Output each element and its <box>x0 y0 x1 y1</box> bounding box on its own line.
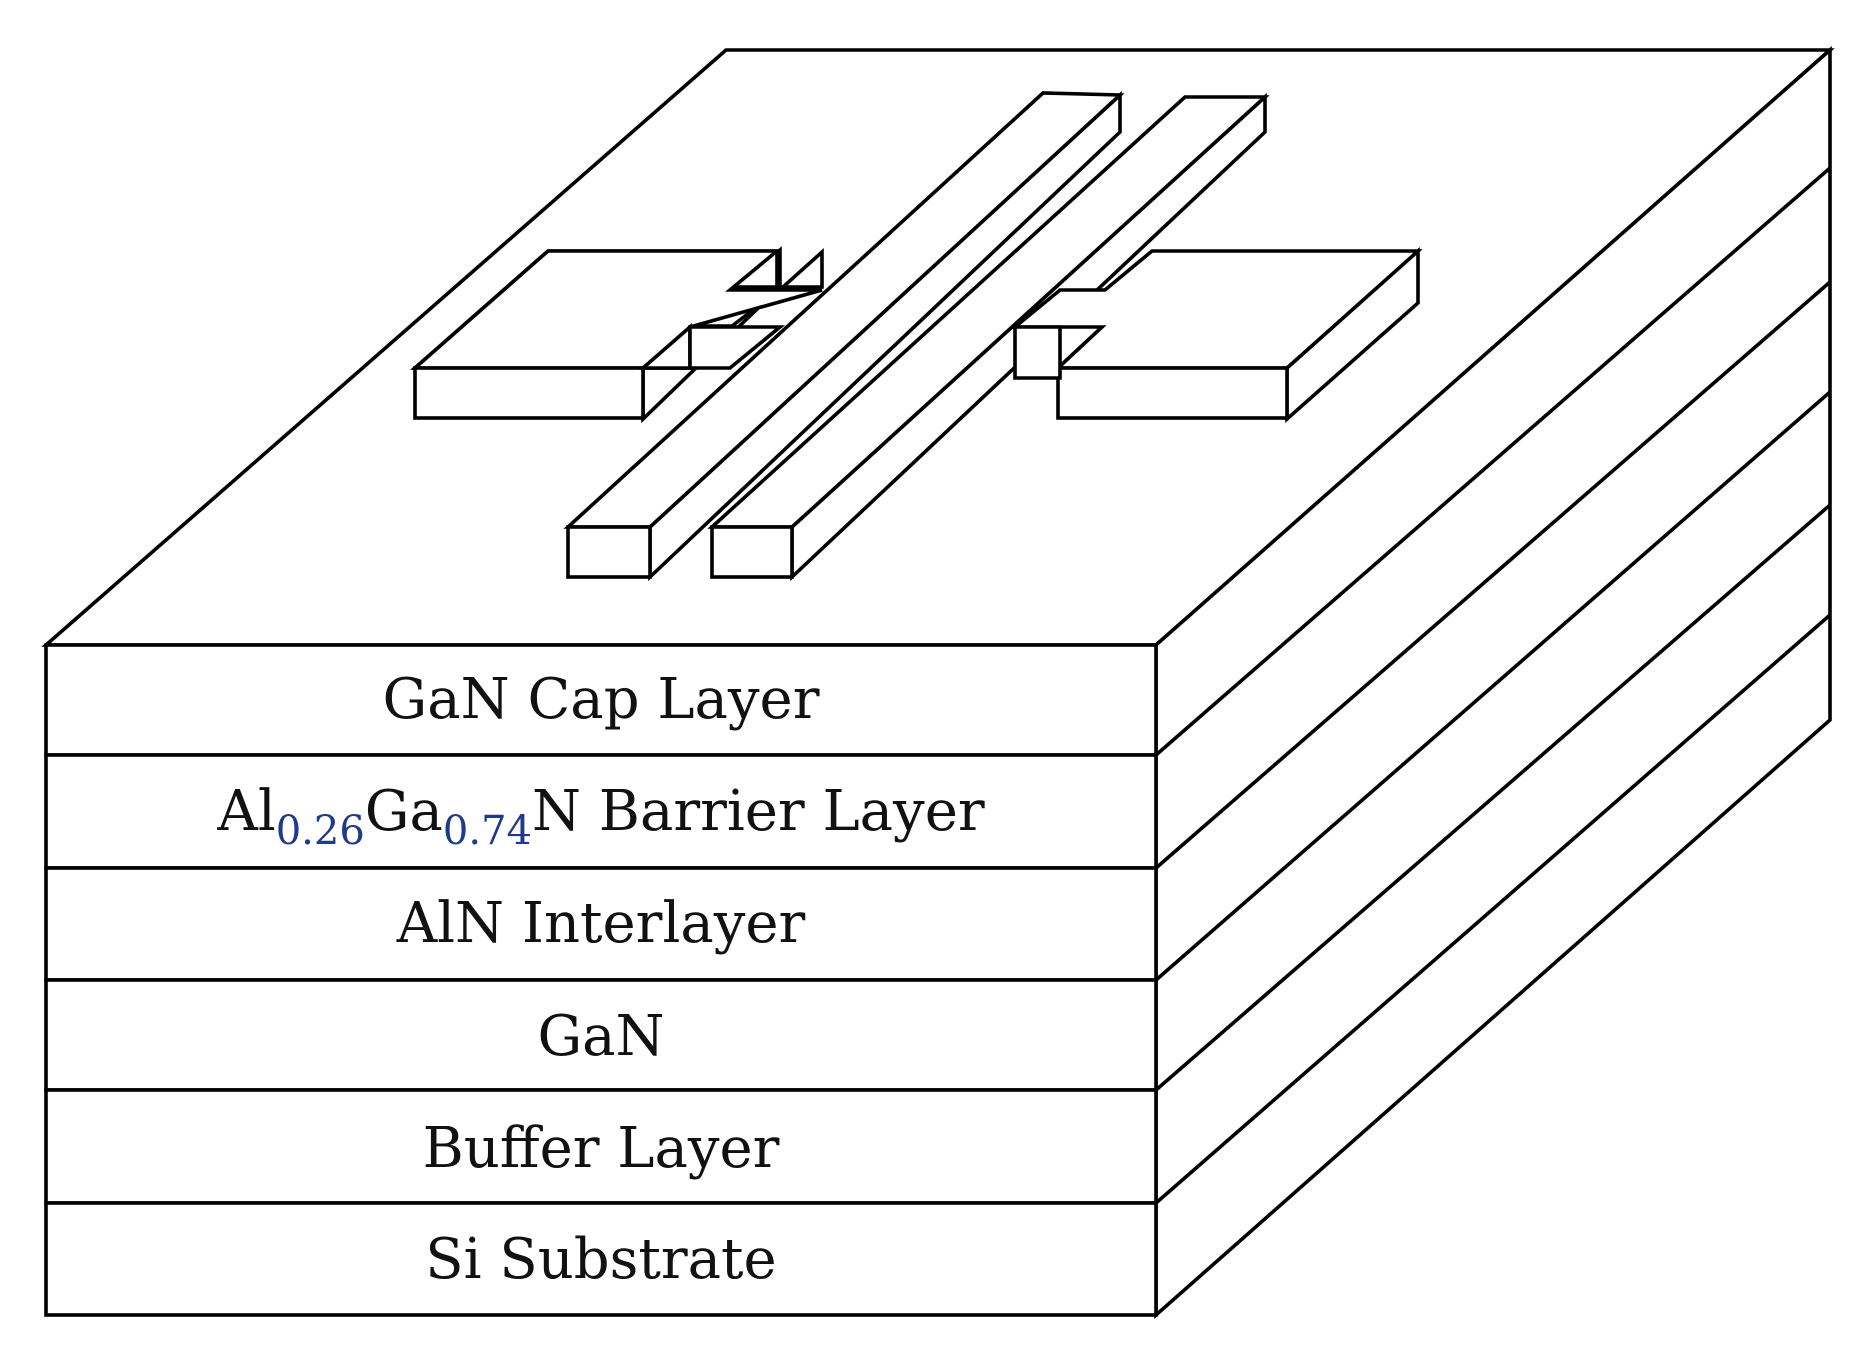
algan-label-rest: N Barrier Layer <box>532 779 985 844</box>
right-pad-electrode <box>1009 246 1423 423</box>
layer-labels: GaN Cap Layer Al0.26Ga0.74N Barrier Laye… <box>216 667 984 1292</box>
front-face-layers <box>44 643 1158 1317</box>
right-face-line-1 <box>1154 166 1832 757</box>
algan-label-al: Al <box>216 779 275 844</box>
left-pad-electrode <box>410 246 824 424</box>
top-electrodes <box>410 90 1423 582</box>
left-bar-electrode <box>563 90 1125 582</box>
left-pad-front-face <box>413 366 645 420</box>
right-pad-front-face <box>1056 366 1289 420</box>
right-pad-top-face <box>1009 249 1423 370</box>
layer-label-aln-interlayer: AlN Interlayer <box>396 891 806 956</box>
right-face-line-3 <box>1154 390 1832 982</box>
layer-label-buffer: Buffer Layer <box>423 1116 780 1181</box>
right-face-line-2 <box>1154 280 1832 870</box>
right-bar-end-face <box>710 525 794 579</box>
left-pad-notch-side <box>688 325 786 370</box>
layer-gan-cap <box>44 643 1158 757</box>
algan-label-ga: Ga <box>365 779 443 844</box>
algan-label-al-subscript: 0.26 <box>276 808 365 854</box>
layer-label-gan-cap: GaN Cap Layer <box>383 667 820 732</box>
right-face-line-4 <box>1154 503 1832 1092</box>
left-bar-end-face <box>566 525 652 579</box>
layer-label-algan-barrier: Al0.26Ga0.74N Barrier Layer <box>216 779 984 854</box>
right-face-layer-lines <box>1154 166 1832 1205</box>
layer-si-substrate <box>44 1201 1158 1317</box>
algan-label-ga-subscript: 0.74 <box>443 808 532 854</box>
right-face-line-5 <box>1154 613 1832 1205</box>
layer-label-si-substrate: Si Substrate <box>425 1227 776 1292</box>
layer-label-gan: GaN <box>537 1004 664 1069</box>
right-pad-notch <box>1013 325 1062 380</box>
